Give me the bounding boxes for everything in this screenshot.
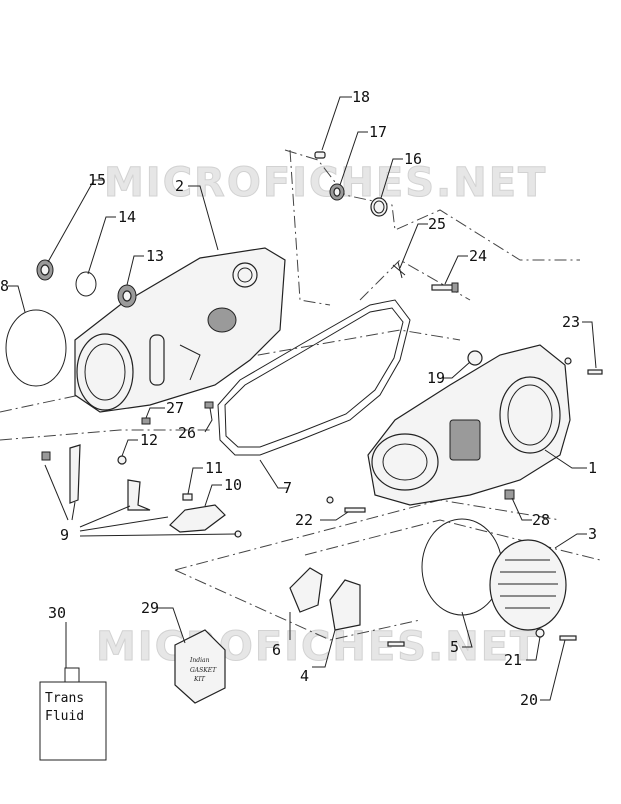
part-20-screw [559,635,577,641]
callout-27: 27 [166,399,184,417]
callout-20: 20 [520,691,538,709]
part-5-derby-gasket [421,518,503,616]
callout-23: 23 [562,313,580,331]
callout-28: 28 [532,511,550,529]
part-15-bearing [36,259,54,281]
callout-4: 4 [300,667,309,685]
callout-14: 14 [118,208,136,226]
callout-labels: 18 17 16 25 24 23 2 15 14 13 8 27 26 12 … [0,88,597,709]
callout-22: 22 [295,511,313,529]
callout-9: 9 [60,526,69,544]
callout-19: 19 [427,369,445,387]
watermark-bottom: MICROFICHES.NET [96,624,539,670]
bottle-label-line1: Trans [45,691,84,706]
callout-8: 8 [0,277,9,295]
callout-6: 6 [272,641,281,659]
gasket-kit-line2: KIT [193,676,206,683]
part-7-gasket [217,299,411,456]
callout-2: 2 [175,177,184,195]
callout-30: 30 [48,604,66,622]
part-28-plug [504,489,515,500]
part-4-screw [387,641,405,647]
callout-12: 12 [140,431,158,449]
callout-7: 7 [283,479,292,497]
callout-25: 25 [428,215,446,233]
part-8-o-ring [5,309,67,387]
callout-18: 18 [352,88,370,106]
callout-17: 17 [369,123,387,141]
part-25-bracket [392,261,406,279]
callout-1: 1 [588,459,597,477]
part-22-bolt [326,496,366,513]
part-23-bolt [564,357,603,375]
part-19-plug [467,350,483,366]
callout-29: 29 [141,599,159,617]
part-9-group [41,444,242,538]
part-2-inner-housing [74,247,286,413]
callout-13: 13 [146,247,164,265]
leader-lines [8,96,597,701]
part-4-inspection-cover [329,579,361,631]
callout-26: 26 [178,424,196,442]
part-18-dowel [314,151,326,159]
part-30-trans-fluid-bottle: Trans Fluid [39,667,107,761]
part-16-bushing [370,197,388,217]
callout-11: 11 [205,459,223,477]
part-12-washer [117,455,127,465]
part-29-gasket-kit: Indian GASKET KIT [174,629,226,704]
gasket-kit-brand: Indian [189,657,210,664]
part-6-inspection-gasket [289,567,323,613]
part-27-bolt [141,417,151,425]
bottle-label-line2: Fluid [45,709,84,724]
part-13-bearing [117,284,137,308]
callout-16: 16 [404,150,422,168]
part-26-bolt [204,401,214,409]
callout-21: 21 [504,651,522,669]
gasket-kit-line1: GASKET [190,667,217,674]
part-1-outer-cover [367,344,571,506]
part-17-seal [329,183,345,201]
part-10-adjuster-shoe [169,504,226,533]
part-24-bolt [431,282,459,293]
callout-10: 10 [224,476,242,494]
watermark-top: MICROFICHES.NET [104,160,547,206]
part-14-snap-ring [75,271,97,297]
callout-24: 24 [469,247,487,265]
part-11-bolt [182,493,193,501]
part-21-washer [535,628,545,638]
callout-3: 3 [588,525,597,543]
callout-5: 5 [450,638,459,656]
callout-15: 15 [88,171,106,189]
part-3-derby-cover [489,539,567,631]
